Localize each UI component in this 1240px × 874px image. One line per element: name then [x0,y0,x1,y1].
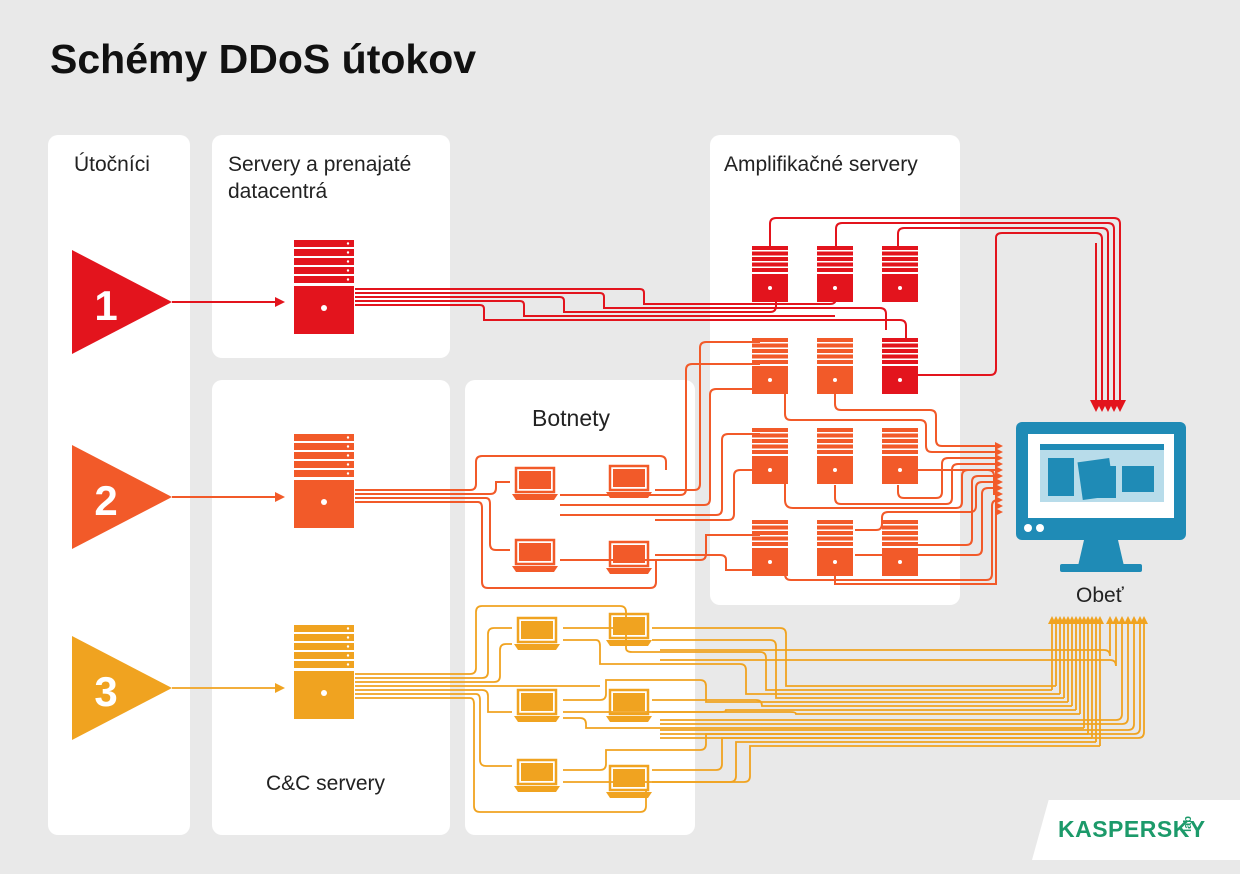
laptop-icon [604,464,654,500]
amp-server-icon [882,338,918,394]
amp-server-icon [752,338,788,394]
laptop-icon [604,540,654,576]
server-icon-1 [294,240,354,334]
amp-server-icon [817,520,853,576]
attacker-3-triangle: 3 [72,636,172,740]
attacker-1-triangle: 1 [72,250,172,354]
attacker-2-triangle: 2 [72,445,172,549]
laptop-icon [512,616,562,652]
scheme-2 [172,341,1000,589]
amp-server-icon [817,428,853,484]
amp-server-icon [752,246,788,302]
attackers-label: Útočníci [74,153,150,176]
servers-label: Servery a prenajaté datacentrá [228,153,412,203]
victim-label: Obeť [1076,584,1124,607]
amp-server-icon [882,520,918,576]
scheme-3 [172,605,1145,813]
botnet-laptops-orange [510,464,654,576]
amp-server-icon [752,520,788,576]
botnets-label: Botnety [532,405,610,431]
laptop-icon [510,538,560,574]
laptop-icon [510,466,560,502]
amp-server-icon [882,246,918,302]
cc-servers-label: C&C servery [266,772,386,795]
amp-server-icon [882,428,918,484]
laptop-icon [604,612,654,648]
amp-server-icon [817,246,853,302]
attacker-3-number: 3 [94,668,117,715]
server-icon-2 [294,434,354,528]
scheme-3-arrowheads [275,616,1148,693]
attacker-2-number: 2 [94,477,117,524]
scheme-1-arrowheads [275,297,1126,412]
amp-server-icon [817,338,853,394]
kaspersky-logo: KASPERSKY [1058,816,1206,842]
logo-background [1032,800,1240,860]
page-title: Schémy DDoS útokov [50,36,477,82]
laptop-icon [512,688,562,724]
laptop-icon [604,688,654,724]
victim-monitor-icon [1016,422,1186,572]
scheme-2-arrowheads [275,442,1003,516]
attacker-1-number: 1 [94,282,117,329]
amp-server-icon [752,428,788,484]
cc-server-icon [294,625,354,719]
scheme-1 [172,217,1121,405]
amplification-label: Amplifikačné servery [724,153,918,176]
kaspersky-logo-lab: lab [1182,816,1194,832]
laptop-icon [512,758,562,794]
